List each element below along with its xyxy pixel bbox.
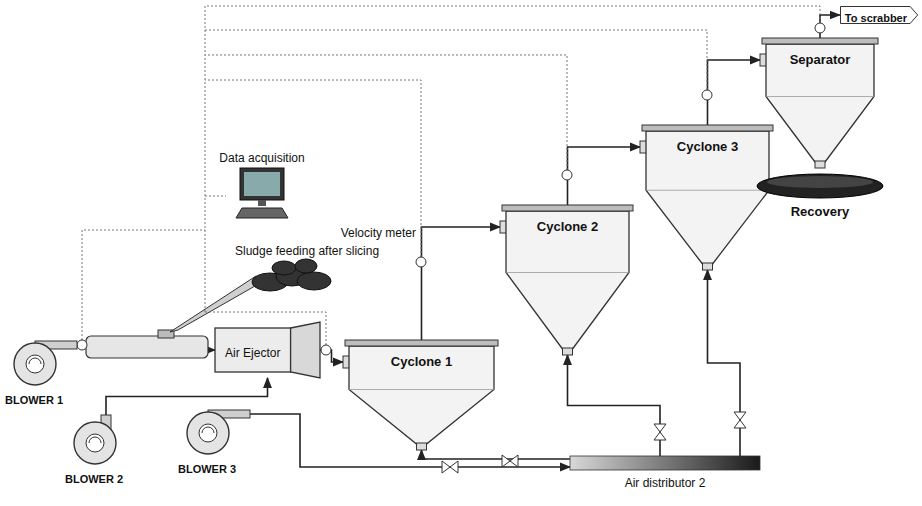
annotation-label: Sludge feeding after slicing (235, 244, 379, 258)
node-label: Cyclone 1 (391, 354, 452, 369)
flow-pipe (106, 378, 268, 415)
cyclone-vessel: Cyclone 3 (640, 125, 775, 270)
velocity-meter (77, 23, 825, 355)
blower-unit: BLOWER 1 (5, 336, 77, 410)
node-label: Cyclone 3 (677, 139, 738, 154)
flow-pipe (568, 355, 661, 456)
cyclone-vessel: Separator (760, 38, 880, 168)
blower-unit: BLOWER 2 (65, 415, 137, 489)
data-line (82, 6, 820, 345)
node-label: BLOWER 3 (178, 463, 236, 475)
annotation-label: Velocity meter (341, 226, 416, 240)
recovery-tray: Recovery (755, 172, 885, 222)
node-label: To scrabber (845, 12, 907, 24)
air-distributor: Air distributor 2 (570, 456, 760, 490)
node-label: BLOWER 1 (5, 394, 63, 406)
cyclone-vessel: Cyclone 1 (343, 340, 500, 450)
flow-pipe (422, 227, 501, 340)
mixer-tube (86, 336, 208, 358)
node-label: Recovery (791, 204, 850, 219)
node-label: Air Ejector (225, 346, 280, 360)
flow-pipe (708, 60, 761, 125)
computer-station: Data acquisition (212, 146, 312, 220)
outlet-arrow: To scrabber (840, 6, 918, 24)
air-ejector: Air Ejector (215, 322, 320, 378)
node-label: Data acquisition (219, 151, 304, 165)
cyclone-vessel: Cyclone 2 (500, 205, 635, 355)
flow-pipe (422, 450, 571, 459)
blower-unit: BLOWER 3 (178, 405, 250, 479)
sludge-pile (252, 259, 331, 291)
feed-chute (170, 276, 262, 332)
node-label: Separator (790, 52, 851, 67)
node-label: Cyclone 2 (537, 219, 598, 234)
node-label: BLOWER 2 (65, 473, 123, 485)
node-label: Air distributor 2 (625, 476, 706, 490)
flow-pipe (568, 147, 641, 205)
